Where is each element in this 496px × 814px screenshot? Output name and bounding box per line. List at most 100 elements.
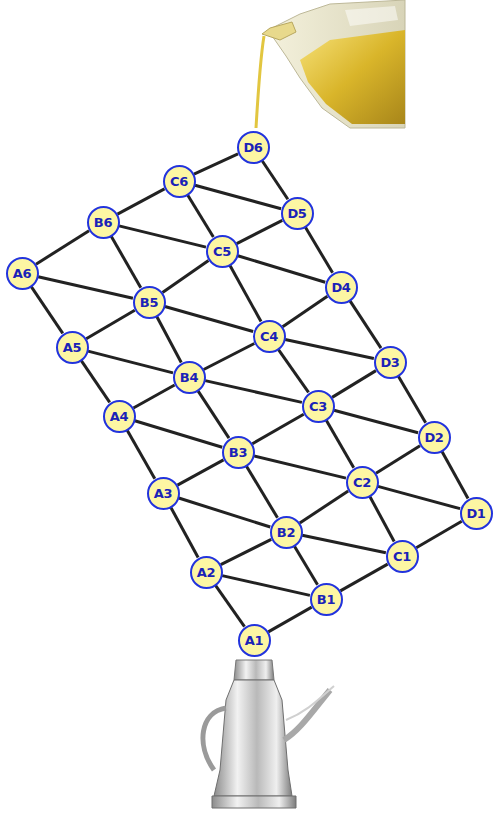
node-label: B2 <box>277 526 295 539</box>
node-label: B1 <box>317 593 335 606</box>
lattice-edge <box>230 265 261 321</box>
node-circle: D4 <box>325 271 358 304</box>
lattice-edge <box>127 430 155 478</box>
lattice-edge <box>294 546 317 585</box>
lattice-edge <box>350 301 381 348</box>
node-label: A2 <box>197 566 216 579</box>
node-label: C2 <box>353 476 371 489</box>
lattice-edge <box>157 317 181 363</box>
node-circle: B5 <box>133 286 166 319</box>
lattice-edge <box>278 350 308 393</box>
lattice-edge <box>177 460 223 485</box>
lattice-edge <box>36 231 89 264</box>
node-circle: B6 <box>87 206 120 239</box>
lattice-edge <box>254 456 346 478</box>
lattice-edge <box>31 287 63 334</box>
lattice-edge <box>88 351 173 373</box>
lattice-edge <box>302 535 386 552</box>
lattice-edge <box>194 154 238 174</box>
lattice-edge <box>221 539 271 564</box>
node-circle: B2 <box>270 516 303 549</box>
node-circle: A3 <box>147 477 180 510</box>
lattice-edge <box>252 414 303 444</box>
oil-can <box>203 660 334 808</box>
lattice-edge <box>416 521 461 547</box>
lattice-edge <box>222 576 310 596</box>
lattice-edge <box>283 296 328 326</box>
lattice-edge <box>198 391 229 438</box>
lattice-edge <box>111 236 141 287</box>
node-label: C3 <box>309 400 327 413</box>
node-circle: A1 <box>238 624 271 657</box>
lattice-edge <box>171 507 198 557</box>
lattice-edge <box>246 466 277 518</box>
oil-bottle <box>256 0 406 132</box>
node-label: D5 <box>287 207 306 220</box>
lattice-edge <box>238 256 325 282</box>
node-circle: A5 <box>56 331 89 364</box>
node-label: C6 <box>170 175 188 188</box>
node-label: C1 <box>393 550 411 563</box>
lattice-edge <box>285 339 374 358</box>
node-label: A5 <box>63 341 82 354</box>
node-label: C5 <box>213 245 231 258</box>
lattice-edge <box>376 446 420 474</box>
node-label: B5 <box>140 296 158 309</box>
node-circle: C4 <box>253 320 286 353</box>
lattice-edge <box>378 486 460 508</box>
node-circle: C5 <box>206 235 239 268</box>
lattice-edge <box>195 185 281 208</box>
node-label: C4 <box>260 330 278 343</box>
lattice-edge <box>119 226 206 247</box>
node-label: B4 <box>180 371 198 384</box>
lattice-edge <box>334 410 418 432</box>
node-circle: C1 <box>386 540 419 573</box>
lattice-edge <box>300 491 348 523</box>
node-circle: A6 <box>6 257 39 290</box>
node-label: D3 <box>380 356 399 369</box>
lattice-edge <box>326 420 353 467</box>
node-circle: D3 <box>374 346 407 379</box>
lattice-edge <box>204 344 255 370</box>
lattice-edge <box>205 381 302 403</box>
node-label: A3 <box>154 487 173 500</box>
node-label: D2 <box>424 431 443 444</box>
lattice-edge <box>305 227 332 273</box>
node-label: A1 <box>245 634 264 647</box>
lattice-edge <box>262 161 288 200</box>
lattice-edge <box>165 306 253 331</box>
lattice-edge <box>398 376 425 423</box>
node-circle: C2 <box>346 466 379 499</box>
node-circle: B4 <box>173 361 206 394</box>
node-circle: D2 <box>418 421 451 454</box>
lattice-edge <box>370 497 394 542</box>
node-circle: B3 <box>222 436 255 469</box>
lattice-edge <box>163 260 209 292</box>
lattice-edge <box>340 564 387 591</box>
node-circle: D6 <box>237 131 270 164</box>
node-circle: D1 <box>460 497 493 530</box>
lattice-edge <box>442 451 468 498</box>
node-label: B6 <box>94 216 112 229</box>
lattice-edge <box>38 277 133 299</box>
node-circle: A4 <box>103 400 136 433</box>
lattice-edge <box>118 189 165 214</box>
lattice-edge <box>216 585 245 626</box>
lattice-edge <box>179 498 271 527</box>
lattice-edge <box>332 371 376 398</box>
lattice-edge <box>86 310 135 338</box>
node-label: D6 <box>243 141 262 154</box>
node-circle: B1 <box>310 583 343 616</box>
lattice-edge <box>268 607 311 632</box>
node-label: D1 <box>466 507 485 520</box>
lattice-edge <box>133 385 174 408</box>
node-label: A4 <box>110 410 129 423</box>
node-circle: D5 <box>281 197 314 230</box>
node-circle: C3 <box>302 390 335 423</box>
lattice-edge <box>81 361 109 403</box>
lattice-edge <box>188 195 214 237</box>
node-label: B3 <box>229 446 247 459</box>
